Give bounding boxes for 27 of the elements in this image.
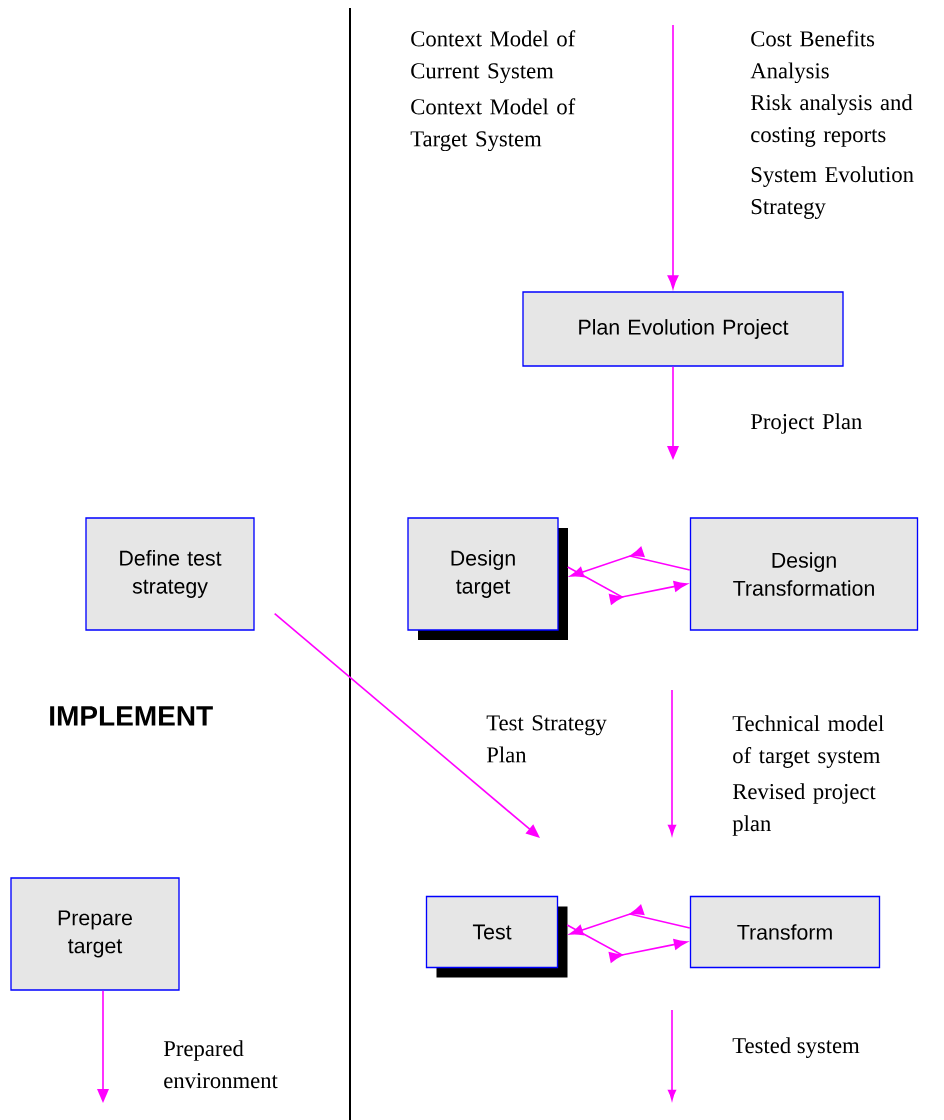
arrow bbox=[566, 924, 688, 963]
text-label: Context Model of Target System bbox=[410, 98, 576, 152]
edge-label: Project Plan bbox=[750, 413, 862, 434]
process-box: Design Transformation bbox=[689, 517, 919, 631]
arrow bbox=[569, 904, 691, 936]
process-box: Define test strategy bbox=[85, 517, 255, 631]
arrow bbox=[273, 612, 540, 838]
text-label: Context Model of Current System bbox=[411, 30, 576, 84]
section-heading: IMPLEMENT bbox=[50, 706, 213, 726]
text-label: Tested system bbox=[732, 1037, 860, 1058]
text-label: Cost Benefits Analysis bbox=[750, 30, 875, 84]
text-label: Technical model of target system bbox=[732, 715, 884, 768]
process-box: Plan Evolution Project bbox=[522, 291, 844, 367]
arrow bbox=[97, 989, 109, 1103]
process-box: Design target bbox=[407, 517, 568, 640]
text-label: Revised project plan bbox=[732, 783, 876, 836]
process-box: Transform bbox=[689, 895, 881, 969]
text-label: System Evolution Strategy bbox=[751, 166, 914, 219]
edge-label: Prepared environment bbox=[163, 1040, 278, 1089]
arrow bbox=[566, 566, 688, 605]
arrow bbox=[667, 24, 679, 289]
arrow bbox=[570, 546, 691, 578]
text-label: Test Strategy Plan bbox=[486, 715, 607, 763]
process-box: Test bbox=[425, 895, 568, 978]
text-label: Risk analysis and costing reports bbox=[750, 94, 913, 147]
arrow bbox=[667, 365, 679, 460]
process-box: Prepare target bbox=[10, 877, 180, 991]
